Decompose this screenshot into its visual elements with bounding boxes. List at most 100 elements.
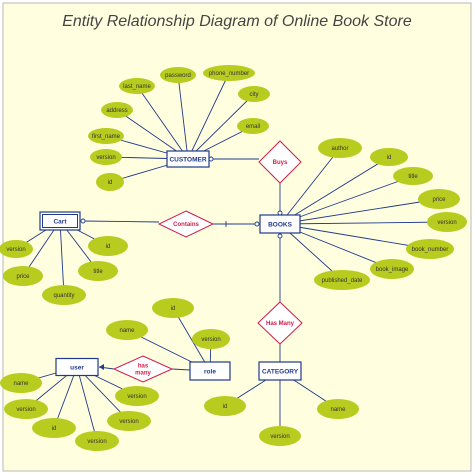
attribute-label: price xyxy=(432,197,446,203)
attribute-label: password xyxy=(165,73,191,79)
attribute-ellipse xyxy=(204,396,246,416)
attribute-label: id xyxy=(52,426,57,432)
attribute-label: version xyxy=(87,439,106,445)
attribute-ellipse xyxy=(88,128,124,144)
attribute-label: city xyxy=(250,92,259,98)
attribute-ellipse xyxy=(96,173,124,191)
attribute-label: email xyxy=(246,124,260,130)
attribute-ca-quantity: quantity xyxy=(42,285,86,305)
cardinality-arrow xyxy=(99,364,104,370)
attribute-ellipse xyxy=(32,418,76,438)
attribute-label: book_image xyxy=(376,267,409,273)
attribute-ellipse xyxy=(192,329,230,349)
attribute-label: price xyxy=(16,274,30,280)
entity-box xyxy=(258,361,302,381)
attribute-label: id xyxy=(106,244,111,250)
entity-box xyxy=(55,357,99,377)
attribute-label: version xyxy=(127,394,146,400)
entity-cart: Cart xyxy=(39,211,81,231)
attribute-ellipse xyxy=(152,298,194,318)
attribute-label: author xyxy=(331,146,348,152)
attribute-link-line xyxy=(279,175,414,225)
attribute-u-name: name xyxy=(0,373,42,393)
attribute-ellipse xyxy=(115,386,159,406)
attribute-ca-title: title xyxy=(78,261,118,281)
attribute-u-version4: version xyxy=(75,431,119,451)
attribute-label: name xyxy=(119,328,135,334)
relationship-link-line xyxy=(82,220,160,223)
entity-box xyxy=(166,150,210,168)
relationship-label: many xyxy=(135,371,151,377)
attribute-c-email: email xyxy=(237,118,269,134)
attribute-cat-name: name xyxy=(317,399,359,419)
attribute-ellipse xyxy=(203,65,255,81)
attribute-label: first_name xyxy=(92,134,121,140)
attribute-link-line xyxy=(279,223,431,250)
attribute-link-line xyxy=(172,307,211,372)
cardinality-circle xyxy=(254,221,260,227)
cardinality-circle xyxy=(277,233,283,239)
attribute-link-line xyxy=(187,72,230,160)
attribute-label: phone_number xyxy=(209,71,249,77)
entity-customer: CUSTOMER xyxy=(166,150,210,168)
relationship-diamond xyxy=(112,355,174,383)
diagram-title: Entity Relationship Diagram of Online Bo… xyxy=(62,13,412,30)
entity-label: user xyxy=(70,364,84,371)
attribute-label: name xyxy=(13,381,29,387)
attribute-label: version xyxy=(96,155,115,161)
attribute-label: version xyxy=(119,419,138,425)
attribute-b-id: id xyxy=(370,148,408,166)
attribute-label: id xyxy=(223,404,228,410)
attribute-c-first-name: first_name xyxy=(88,128,124,144)
attribute-link-line xyxy=(59,220,65,296)
relationship-diamond xyxy=(157,210,215,238)
relationship-label: has xyxy=(138,364,149,370)
entity-label: CATEGORY xyxy=(262,368,299,375)
attribute-label: title xyxy=(93,269,103,275)
attribute-label: version xyxy=(16,407,35,413)
attribute-ellipse xyxy=(259,426,301,446)
attribute-c-password: password xyxy=(160,67,196,83)
attribute-ellipse xyxy=(370,148,408,166)
attribute-ellipse xyxy=(3,266,43,286)
entity-role: role xyxy=(189,361,231,381)
attribute-u-version2: version xyxy=(4,399,48,419)
attribute-c-id: id xyxy=(96,173,124,191)
attribute-label: version xyxy=(201,337,220,343)
relationship-has-many-books: Has Many xyxy=(257,301,303,345)
attribute-label: version xyxy=(437,220,456,226)
entity-box xyxy=(259,214,301,234)
attribute-b-book-image: book_image xyxy=(370,259,414,279)
attribute-cat-id: id xyxy=(204,396,246,416)
attribute-link-line xyxy=(187,93,255,160)
attribute-ellipse xyxy=(78,261,118,281)
cardinality-circle xyxy=(208,156,214,162)
cardinality-circle xyxy=(80,218,86,224)
entity-label: Cart xyxy=(53,218,67,225)
entity-label: role xyxy=(204,368,216,375)
attribute-c-city: city xyxy=(238,86,270,102)
relationship-contains: Contains xyxy=(157,210,215,238)
attribute-ellipse xyxy=(75,431,119,451)
relationship-diamond xyxy=(257,301,303,345)
attribute-c-version: version xyxy=(90,149,122,165)
attribute-ca-version: version xyxy=(0,240,33,258)
attribute-c-address: address xyxy=(101,102,133,118)
attribute-ellipse xyxy=(106,320,148,340)
attribute-u-version3: version xyxy=(107,411,151,431)
attribute-b-price: price xyxy=(418,189,460,209)
attribute-ellipse xyxy=(317,399,359,419)
relationship-diamond xyxy=(258,140,302,184)
attribute-link-line xyxy=(76,366,98,442)
attribute-label: id xyxy=(108,180,113,186)
entity-label: CUSTOMER xyxy=(169,156,206,163)
attribute-ellipse xyxy=(107,411,151,431)
attribute-link-line xyxy=(279,156,390,225)
attribute-ellipse xyxy=(314,270,370,290)
attribute-ellipse xyxy=(318,138,362,158)
